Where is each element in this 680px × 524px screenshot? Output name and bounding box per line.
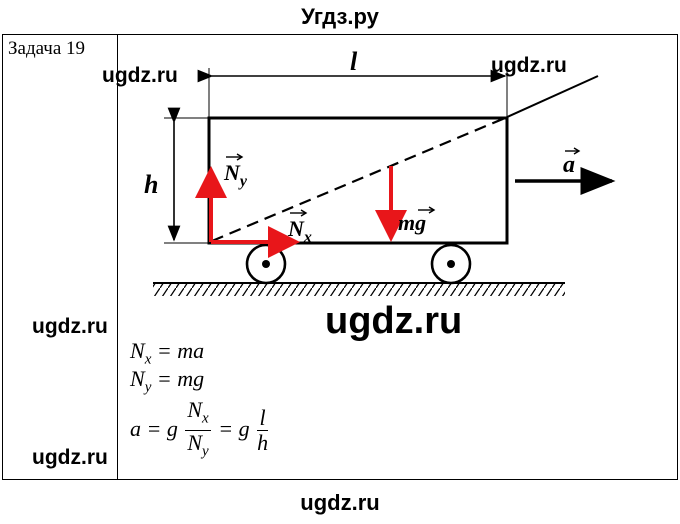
site-title: Угдз.ру <box>301 4 379 29</box>
column-divider <box>117 34 118 480</box>
label-h: h <box>144 170 158 199</box>
label-mg: mg <box>398 206 436 235</box>
watermark: ugdz.ru <box>102 64 178 87</box>
wheel-left <box>245 243 287 285</box>
svg-text:mg: mg <box>398 210 426 235</box>
formula-nx-eq-ma: Nx = ma <box>130 338 205 368</box>
task-label: Задача 19 <box>8 38 86 59</box>
label-Nx: Nx <box>287 209 312 246</box>
watermark: ugdz.ru <box>32 315 108 338</box>
label-Ny: Ny <box>223 153 248 190</box>
ground-hatching <box>153 284 565 296</box>
liquid-surface-extension <box>504 75 599 119</box>
task-frame <box>2 34 678 480</box>
fraction-nx-ny: Nx Ny <box>185 397 211 460</box>
formula-acceleration: a = g Nx Ny = g l h <box>130 398 270 464</box>
svg-text:Ny: Ny <box>223 160 248 190</box>
liquid-surface-dashed <box>211 116 506 243</box>
watermark: ugdz.ru <box>32 446 108 469</box>
formula-ny-eq-mg: Ny = mg <box>130 366 205 396</box>
watermark: ugdz.ru <box>491 54 567 77</box>
watermark-large: ugdz.ru <box>325 300 463 342</box>
cart-diagram: l h a Ny Nx mg <box>144 47 616 296</box>
wheel-right <box>430 243 472 285</box>
svg-text:Nx: Nx <box>287 216 312 246</box>
label-l: l <box>350 47 358 76</box>
fraction-l-h: l h <box>257 405 269 456</box>
bottom-watermark: ugdz.ru <box>300 490 380 515</box>
label-a: a <box>563 147 581 178</box>
svg-text:a: a <box>563 152 575 178</box>
